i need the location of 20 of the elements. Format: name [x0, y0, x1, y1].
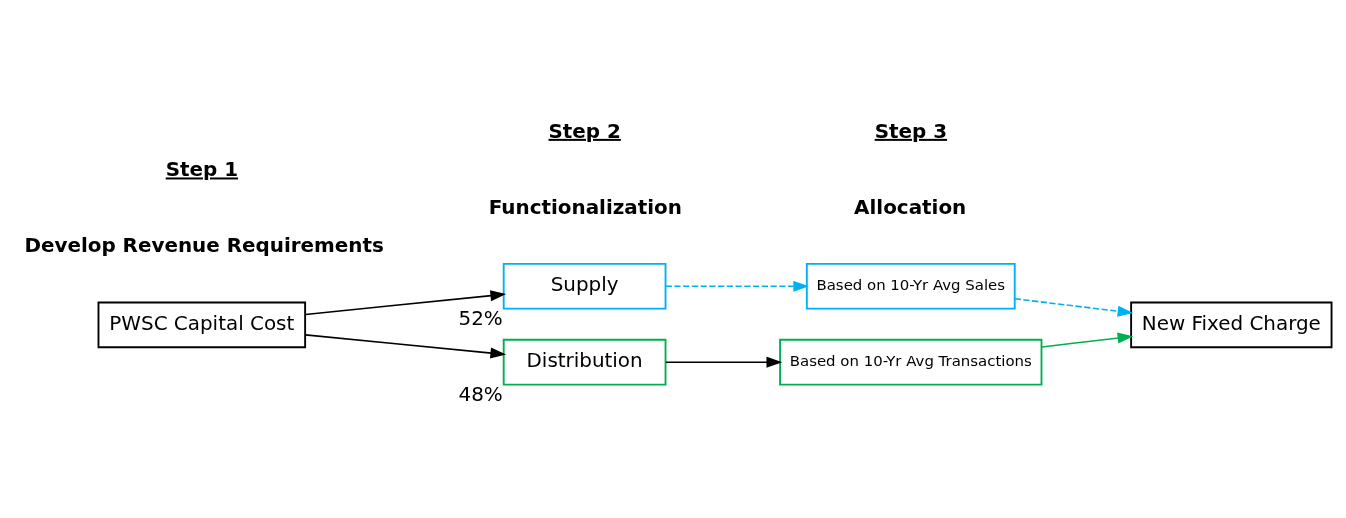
node-box: New Fixed Charge: [1130, 301, 1333, 348]
label: Allocation: [854, 195, 967, 219]
arrow: [665, 280, 810, 292]
node-box: Supply: [502, 262, 667, 310]
label: Functionalization: [488, 195, 682, 219]
arrow: [665, 356, 783, 368]
arrow: [1014, 297, 1134, 317]
node-box: Distribution: [502, 338, 667, 386]
label: Step 1: [165, 157, 239, 181]
node-label: 52%: [458, 306, 503, 330]
label: Step 2: [548, 119, 621, 143]
arrow: [304, 333, 507, 359]
arrow: [304, 289, 507, 315]
node-label: 48%: [458, 382, 503, 406]
node-box: Based on 10-Yr Avg Sales: [805, 262, 1016, 310]
node-box: PWSC Capital Cost: [97, 301, 307, 348]
arrow: [1041, 332, 1134, 348]
label: Develop Revenue Requirements: [24, 233, 384, 257]
node-box: Based on 10-Yr Avg Transactions: [779, 338, 1043, 386]
label: Step 3: [874, 119, 948, 143]
